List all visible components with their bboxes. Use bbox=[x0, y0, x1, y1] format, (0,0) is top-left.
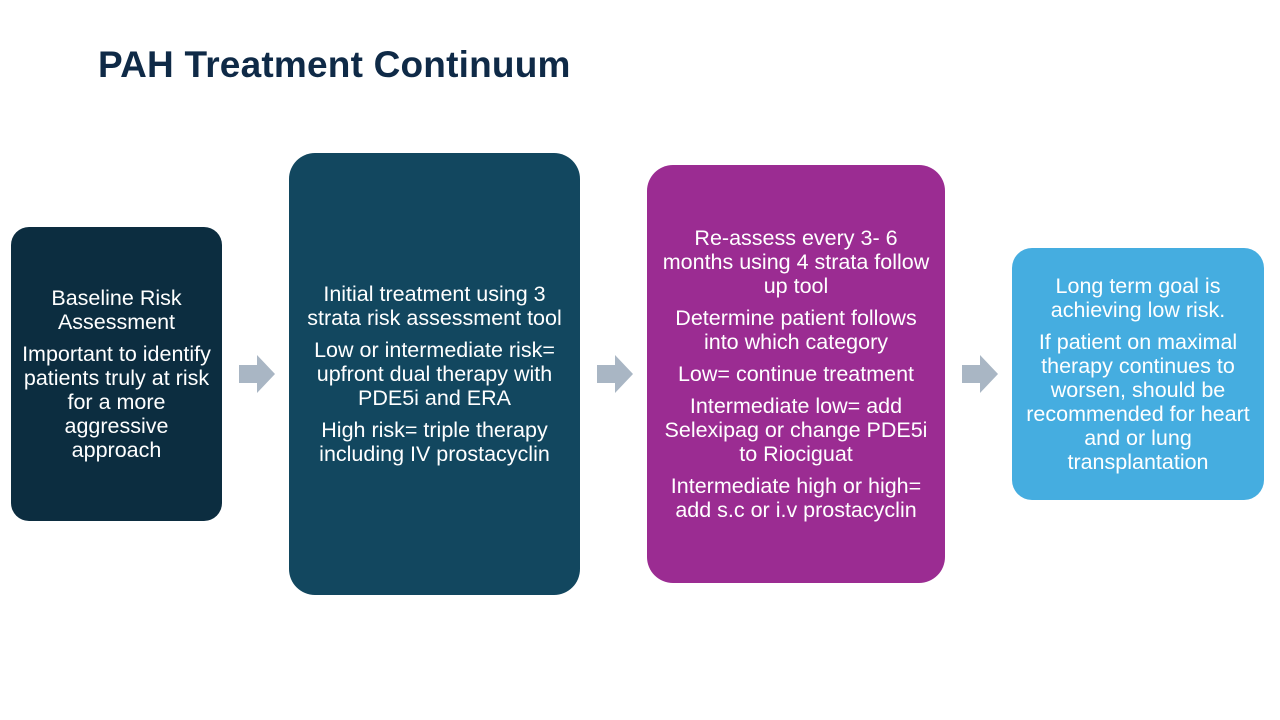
step-initial-treatment: Initial treatment using 3 strata risk as… bbox=[289, 153, 580, 595]
step-text: Initial treatment using 3 strata risk as… bbox=[307, 282, 562, 330]
step-text: Determine patient follows into which cat… bbox=[675, 306, 917, 354]
step-text: If patient on maximal therapy continues … bbox=[1026, 330, 1250, 474]
right-arrow-icon bbox=[962, 355, 998, 393]
step-text: Low= continue treatment bbox=[677, 362, 915, 386]
right-arrow-icon bbox=[597, 355, 633, 393]
step-text: Re-assess every 3- 6 months using 4 stra… bbox=[662, 226, 930, 298]
slide-title: PAH Treatment Continuum bbox=[98, 44, 571, 85]
step-baseline-risk-assessment: Baseline Risk Assessment Important to id… bbox=[11, 227, 222, 521]
step-text: Low or intermediate risk= upfront dual t… bbox=[314, 338, 555, 410]
step-text: Intermediate low= add Selexipag or chang… bbox=[664, 394, 928, 466]
step-long-term-goal: Long term goal is achieving low risk. If… bbox=[1012, 248, 1264, 500]
step-text: High risk= triple therapy including IV p… bbox=[319, 418, 550, 466]
right-arrow-icon bbox=[239, 355, 275, 393]
step-text: Important to identify patients truly at … bbox=[22, 342, 211, 462]
step-text: Intermediate high or high= add s.c or i.… bbox=[670, 474, 922, 522]
step-heading: Baseline Risk Assessment bbox=[51, 286, 182, 334]
step-reassessment: Re-assess every 3- 6 months using 4 stra… bbox=[647, 165, 945, 583]
step-text: Long term goal is achieving low risk. bbox=[1050, 274, 1226, 322]
